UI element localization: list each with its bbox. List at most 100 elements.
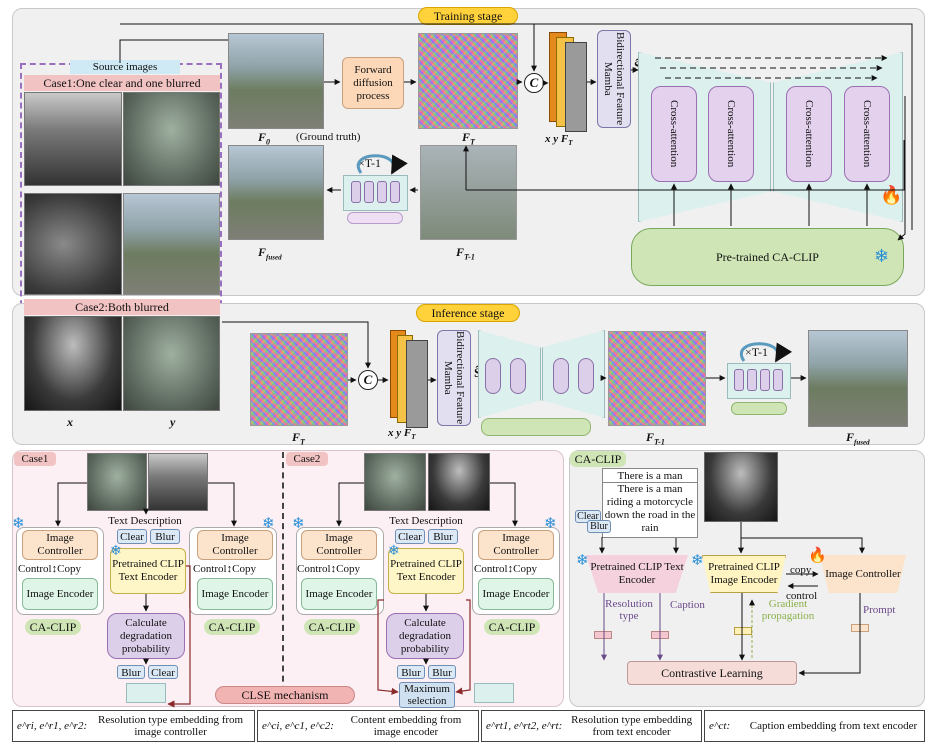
ground-truth-label: (Ground truth) [296,131,361,143]
caclip-snow-text: ❄ [576,553,589,569]
case1-clear-image [123,92,220,186]
inference-mini-1 [734,369,744,391]
inference-mini-2 [747,369,757,391]
case2-blurred-image-x [24,316,122,411]
source-y-label: y [170,415,176,429]
inference-s-hat: Ŝ [474,365,482,380]
case1-blurred-image [24,92,122,186]
inference-block-3 [553,358,569,394]
clse-case1-clear-pill: Clear [117,529,147,544]
s-hat-label: Ŝ [634,58,642,73]
clse1-red-link [167,565,191,708]
arrow-inf-src-concat [222,321,371,369]
inference-ft-1-image [608,331,706,426]
training-stage-label: Training stage [418,7,518,25]
clse-case2-img-a [364,453,426,511]
clse2-red-link-left [377,599,399,695]
legend-desc-1: Resolution type embedding from image con… [98,714,244,738]
clse-mechanism-label: CLSE mechanism [215,686,355,704]
clse-case2-image-controller-right: Image Controller [478,530,554,560]
legend-sym-4: e^ct: [709,720,731,732]
caclip-caption-2: There is a man riding a motorcycle down … [602,482,698,538]
ffused-training-image [228,145,324,240]
clse-case2-snow-right: ❄ [544,516,557,532]
clse-case2-caclip-left: CA-CLIP [304,619,360,635]
caclip-image-controller: Image Controller [820,555,906,593]
inference-block-1 [485,358,501,394]
clse-case2-image-encoder-left: Image Encoder [301,578,377,610]
clse-case1-mini-unet [126,683,166,703]
ffused-training-label: Ffused [258,245,282,262]
mini-clip-training [347,212,403,224]
clse2-arrow-left [336,482,364,527]
legend-sym-3: e^rt1, e^rt2, e^rt: [486,720,563,732]
caclip-prompt-label: Prompt [863,604,896,616]
clse-case2-img-b [428,453,490,511]
mini-block-3 [377,181,387,203]
cross-attention-3: Cross-attention [786,86,832,182]
clse-case1-clear-out: Clear [148,665,178,679]
legend-item-3: e^rt1, e^rt2, e^rt: Resolution type embe… [481,710,702,742]
cross-attention-4: Cross-attention [844,86,890,182]
caclip-blur-pill: Blur [587,520,611,533]
clse-case2-clip-text-encoder: Pretrained CLIP Text Encoder [388,548,464,594]
legend-desc-2: Content embedding from image encoder [350,714,462,738]
stack-labels: x y FT [545,133,573,148]
caclip-ert-bar [594,631,612,639]
caclip-caption-1: There is a man [602,468,698,483]
inference-mini-clip [731,402,787,415]
clse-case1-image-controller-right: Image Controller [197,530,273,560]
legend-sym-1: e^ri, e^r1, e^r2: [17,720,88,732]
clse-case2-blur-pill: Blur [428,529,458,544]
inference-mini-4 [773,369,783,391]
case2-blurred-image-y [123,316,220,411]
caclip-text-encoder: Pretrained CLIP Text Encoder [586,555,688,593]
caclip-control-label: control [786,590,818,602]
clse-case1-calc: Calculate degradation probability [107,613,185,659]
clse-case1-img-b [148,453,208,511]
case2-label: Case2:Both blurred [24,299,220,315]
caclip-title: CA-CLIP [570,451,626,467]
clse-case1-img-a [87,453,147,511]
clse-case1-control-copy-left: Control↕Copy [18,563,81,575]
clse-case1-caclip-right: CA-CLIP [204,619,260,635]
ft-noise-image [418,33,518,129]
inference-fused-image [808,330,908,427]
arrow-src-gt [119,39,228,63]
clse-case2-snow-mid: ❄ [388,544,400,559]
caclip-resolution-type-label: Resolution type [605,598,653,622]
inference-ft-1-label: FT-1 [646,430,665,447]
clse-case2-control-copy-left: Control↕Copy [297,563,360,575]
line-unet-back [466,140,905,191]
case1-label: Case1:One clear and one blurred [24,75,220,91]
caclip-image-encoder: Pretrained CLIP Image Encoder [702,555,786,593]
clse-case1-tag: Case1 [14,452,56,466]
clse2-arrow-right [490,482,518,527]
clse1-arrow-left [55,482,87,527]
inference-times-label: ×T-1 [745,345,768,359]
clse-case2-caclip-right: CA-CLIP [484,619,540,635]
caclip-copy-label: copy [790,564,812,576]
caclip-arrow-controller [741,537,865,554]
legend-desc-4: Caption embedding from text encoder [749,720,918,732]
clse-case1-caclip-left: CA-CLIP [25,619,81,635]
inference-block-2 [510,358,526,394]
caclip-contrastive-learning: Contrastive Learning [627,661,797,685]
case1-clear-image-2 [123,193,220,295]
f0-label: F0 [258,130,271,147]
clse1-arrow-right [208,482,237,527]
inference-clip-bar [481,418,591,436]
clse-divider [282,452,284,702]
inference-stage-label: Inference stage [416,304,520,322]
clse-case1-snow-left: ❄ [12,516,25,532]
mamba-block: Bidirectional Feature Mamba [597,30,631,128]
ground-truth-image [228,33,324,129]
caclip-snow-image: ❄ [691,553,704,569]
source-images-label: Source images [70,60,180,74]
arrow-right-clip [897,96,906,241]
ft-1-label: FT-1 [456,245,475,262]
legend-desc-3: Resolution type embedding from text enco… [571,714,693,738]
inference-mamba-block: Bidirectional Feature Mamba [437,330,471,426]
caclip-fire-icon: 🔥 [808,548,827,564]
